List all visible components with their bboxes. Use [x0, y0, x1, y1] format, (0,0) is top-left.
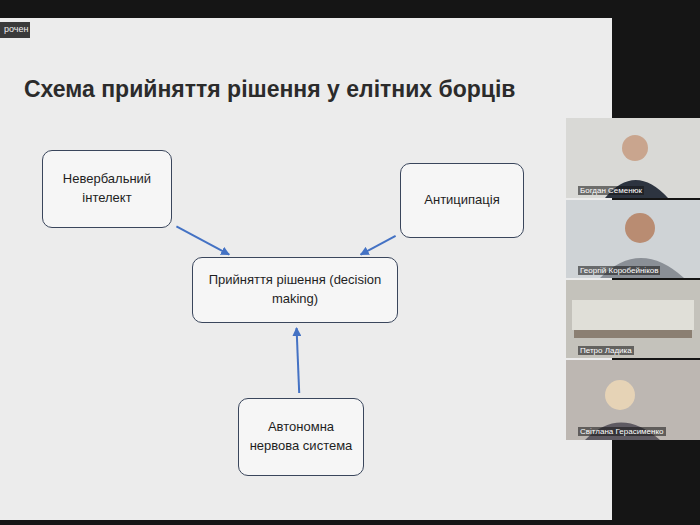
box-text: Автономна нервова система	[249, 418, 353, 456]
participant-name: Світлана Герасименко	[578, 427, 666, 436]
participant-name: Георгій Коробейніков	[578, 266, 660, 275]
person-head	[622, 135, 648, 161]
box-text: Невербальний інтелект	[53, 170, 161, 208]
person-head	[605, 380, 635, 410]
video-tile	[566, 200, 700, 278]
box-text: Прийняття рішення (decision making)	[203, 271, 387, 309]
process-box: Автономна нервова система	[238, 398, 364, 476]
arrow-connector	[297, 328, 300, 393]
video-tiles	[566, 118, 700, 440]
participant-name: Петро Ладика	[578, 346, 634, 355]
video-tile	[566, 118, 700, 198]
room-tables	[574, 330, 692, 338]
process-box: Антиципація	[400, 163, 524, 238]
arrow-connector	[176, 226, 229, 254]
status-badge	[0, 22, 30, 38]
process-box: Прийняття рішення (decision making)	[192, 257, 398, 323]
video-tile	[566, 360, 700, 440]
process-box: Невербальний інтелект	[42, 150, 172, 228]
slide-title: Схема прийняття рішення у елітних борців	[24, 76, 516, 103]
room-wall	[572, 300, 694, 330]
person-head	[625, 213, 655, 243]
box-text: Антиципація	[424, 191, 499, 210]
participant-name: Богдан Семенюк	[578, 186, 644, 195]
video-tile	[566, 280, 700, 358]
status-text: рочен	[2, 24, 30, 34]
arrow-connector	[361, 236, 396, 255]
slide-area	[0, 18, 612, 520]
